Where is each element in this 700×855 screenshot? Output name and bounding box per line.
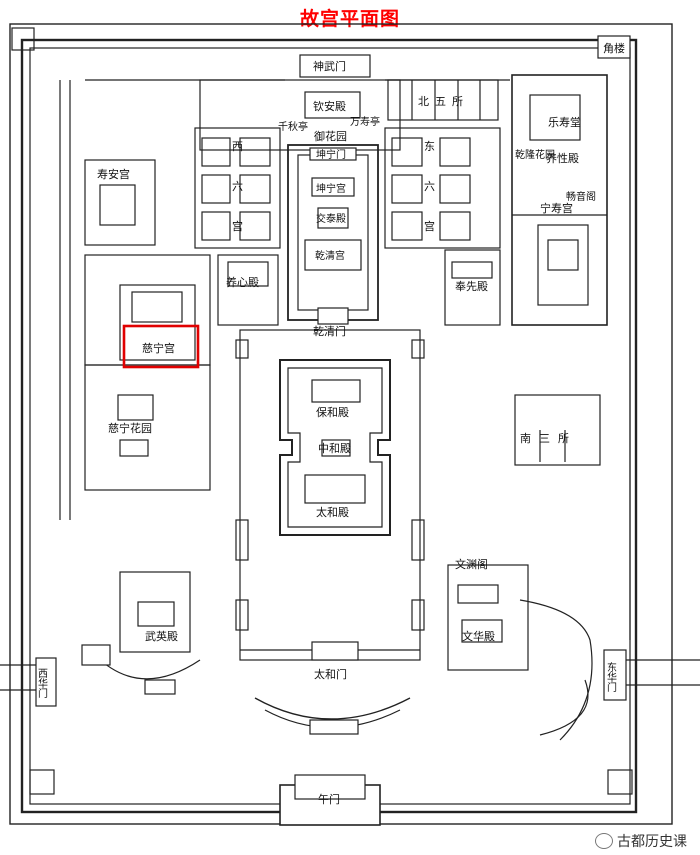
label-wenyuange: 文渊阁 — [455, 557, 488, 571]
wuyingdian-block — [119, 571, 191, 653]
label-zhonghedian: 中和殿 — [318, 442, 351, 455]
yangxindian-block — [217, 254, 279, 326]
label-xihuamen: 西华门 — [36, 668, 48, 699]
label-yuhuayuan: 御花园 — [314, 129, 347, 143]
cininghuayuan-block — [84, 364, 211, 491]
label-kunninggong: 坤宁宫 — [316, 182, 346, 195]
shouangong-block — [84, 159, 156, 246]
label-jiaotaidian: 交泰殿 — [316, 212, 346, 225]
label-east-dong: 东 — [424, 140, 435, 153]
shenwumen-gate — [299, 54, 371, 78]
label-qianlonghuayuan: 乾隆花园 — [515, 148, 555, 161]
yuhuayuan-garden — [199, 79, 401, 151]
label-west-xi: 西 — [232, 140, 243, 153]
label-wanchunting: 万寿亭 — [350, 115, 380, 128]
ningshougong-complex — [511, 74, 608, 326]
label-yangxingdian: 养性殿 — [546, 151, 579, 165]
corner-tower-se — [607, 769, 633, 795]
qianqingmen-gate — [317, 307, 349, 325]
label-wumen: 午门 — [318, 792, 340, 806]
label-changyinge: 畅音阁 — [566, 190, 596, 203]
label-taihemen: 太和门 — [314, 667, 347, 681]
inner-court — [287, 144, 379, 321]
label-cininghuayuan: 慈宁花园 — [108, 421, 152, 435]
west-six-palaces — [194, 127, 281, 249]
label-qianqinggong: 乾清宫 — [315, 249, 345, 262]
label-shenwumen: 神武门 — [313, 59, 346, 73]
kunninggong-hall — [311, 177, 355, 197]
label-shouangong: 寿安宫 — [97, 167, 130, 181]
taihemen-gate — [311, 641, 359, 661]
cininggong-highlight-box — [122, 324, 200, 369]
watermark-text: 古都历史课 — [617, 834, 687, 850]
xihuamen-gate — [35, 657, 57, 707]
label-qinandian: 钦安殿 — [313, 99, 346, 113]
label-wenhuadian: 文华殿 — [462, 629, 495, 643]
east-six-palaces — [384, 127, 501, 249]
three-halls-terrace — [279, 359, 391, 536]
fengxiandian-block — [444, 249, 501, 326]
wechat-icon — [595, 833, 613, 849]
label-qianqingmen: 乾清门 — [313, 324, 346, 338]
watermark: 古都历史课 — [592, 831, 690, 851]
baohedian-hall — [311, 379, 361, 403]
label-east-gong: 宫 — [424, 219, 435, 233]
zhonghedian-hall — [321, 439, 351, 457]
label-donghuamen: 东华门 — [605, 661, 617, 693]
label-west-gong: 宫 — [232, 219, 243, 233]
donghuamen-gate — [603, 649, 627, 701]
label-beiwusuo: 北五所 — [418, 95, 469, 108]
label-jiaolou: 角楼 — [603, 41, 625, 55]
label-nansansuo: 南三所 — [520, 432, 577, 445]
label-leshoutang: 乐寿堂 — [548, 115, 581, 129]
label-wuyingdian: 武英殿 — [145, 629, 178, 643]
corner-tower-ne — [597, 35, 631, 59]
corner-tower-sw — [29, 769, 55, 795]
corner-tower-nw — [11, 27, 35, 51]
label-kunningmen: 坤宁门 — [316, 148, 346, 161]
label-fengxiandian: 奉先殿 — [455, 279, 488, 293]
jiaotaidian-hall — [317, 207, 349, 229]
label-qianqiuting: 千秋亭 — [278, 120, 308, 133]
label-west-liu: 六 — [232, 180, 243, 193]
label-ningshougong: 宁寿宫 — [540, 201, 573, 215]
label-cininggong: 慈宁宫 — [142, 341, 175, 355]
nansansuo-block — [514, 394, 601, 466]
label-yangxindian: 养心殿 — [226, 275, 259, 289]
wenhuadian-block — [447, 564, 529, 671]
kunningmen-gate — [309, 147, 357, 161]
qinandian-hall — [304, 91, 361, 119]
taihedian-hall — [304, 474, 366, 504]
label-baohedian: 保和殿 — [316, 405, 349, 419]
qianqinggong-hall — [304, 239, 362, 271]
label-taihedian: 太和殿 — [316, 506, 349, 519]
label-east-liu: 六 — [424, 180, 435, 193]
beiwusuo-block — [387, 79, 499, 121]
